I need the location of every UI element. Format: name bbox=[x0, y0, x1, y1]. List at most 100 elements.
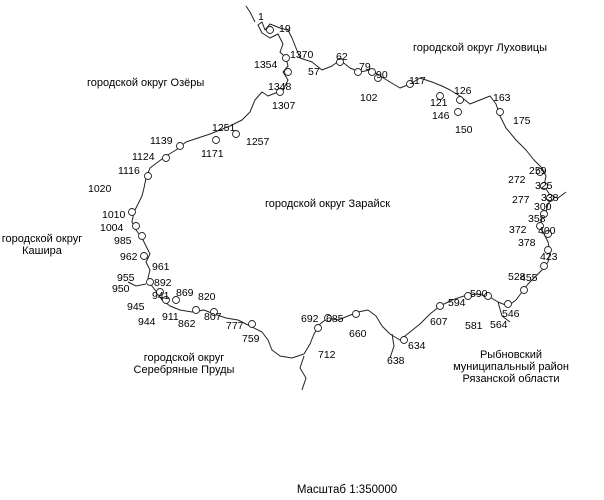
point-label: 911 bbox=[162, 311, 179, 323]
point-label: 300 bbox=[534, 201, 552, 213]
point-label: 121 bbox=[430, 97, 448, 109]
spur-line bbox=[127, 281, 147, 287]
point-label: 1124 bbox=[132, 151, 155, 163]
point-label: 1251 bbox=[212, 122, 236, 134]
region-rybnoe-line2: муниципальный район bbox=[453, 361, 569, 373]
point-marker bbox=[484, 292, 492, 300]
region-kashira-line2: Кашира bbox=[22, 245, 63, 257]
point-label: 423 bbox=[540, 251, 558, 263]
point-marker bbox=[210, 308, 218, 316]
region-rybnoe-line1: Рыбновский bbox=[480, 349, 542, 361]
region-ozyory: городской округ Озёры bbox=[87, 77, 204, 89]
point-label: 638 bbox=[387, 355, 405, 367]
point-label: 400 bbox=[538, 225, 556, 237]
point-marker bbox=[140, 252, 148, 260]
point-label: 712 bbox=[318, 349, 336, 361]
point-label: 150 bbox=[455, 124, 473, 136]
point-marker bbox=[128, 208, 136, 216]
region-serebryanye-line1: городской округ bbox=[144, 352, 225, 364]
point-label: 1116 bbox=[118, 165, 140, 177]
point-marker bbox=[212, 136, 220, 144]
scale-label: Масштаб 1:350000 bbox=[297, 484, 397, 496]
point-marker bbox=[406, 80, 414, 88]
point-label: 272 bbox=[508, 174, 526, 186]
point-label: 1 bbox=[258, 11, 264, 23]
point-marker bbox=[276, 88, 284, 96]
point-label: 1020 bbox=[88, 183, 112, 195]
point-label: 962 bbox=[120, 251, 138, 263]
point-label: 607 bbox=[430, 316, 448, 328]
point-marker bbox=[546, 194, 554, 202]
point-label: 955 bbox=[117, 272, 135, 284]
point-marker bbox=[132, 222, 140, 230]
region-zaraysk: городской округ Зарайск bbox=[265, 198, 390, 210]
point-marker bbox=[232, 130, 240, 138]
point-label: 62 bbox=[336, 51, 348, 63]
point-label: 941 bbox=[152, 290, 170, 302]
point-label: 79 bbox=[359, 61, 371, 73]
point-marker bbox=[192, 306, 200, 314]
point-marker bbox=[176, 142, 184, 150]
point-marker bbox=[354, 68, 362, 76]
spur-line bbox=[389, 333, 395, 359]
region-rybnoe-line3: Рязанской области bbox=[462, 373, 559, 385]
point-marker bbox=[314, 324, 322, 332]
point-label: 277 bbox=[512, 194, 530, 206]
point-label: 1354 bbox=[254, 59, 278, 71]
point-marker bbox=[544, 246, 552, 254]
point-label: 146 bbox=[432, 110, 450, 122]
point-label: 594 bbox=[448, 297, 466, 309]
point-marker bbox=[336, 58, 344, 66]
point-label: 961 bbox=[152, 261, 170, 273]
region-kashira-line1: городской округ bbox=[2, 233, 83, 245]
point-label: 564 bbox=[490, 319, 508, 331]
spur-line bbox=[245, 5, 256, 23]
point-marker bbox=[368, 68, 376, 76]
point-label: 807 bbox=[204, 311, 222, 323]
point-label: 1370 bbox=[290, 49, 314, 61]
point-marker bbox=[144, 172, 152, 180]
point-label: 372 bbox=[509, 224, 527, 236]
point-label: 892 bbox=[154, 277, 172, 289]
point-label: 455 bbox=[520, 272, 538, 284]
point-marker bbox=[540, 182, 548, 190]
point-label: 944 bbox=[138, 316, 156, 328]
point-label: 126 bbox=[454, 85, 472, 97]
point-label: 1010 bbox=[102, 209, 126, 221]
point-marker bbox=[536, 168, 544, 176]
spur-line bbox=[299, 355, 307, 391]
point-label: 590 bbox=[470, 288, 488, 300]
point-marker bbox=[374, 74, 382, 82]
point-label: 950 bbox=[112, 283, 130, 295]
point-label: 1139 bbox=[150, 135, 173, 147]
point-label: 1348 bbox=[268, 81, 292, 93]
point-label: 175 bbox=[513, 115, 531, 127]
point-label: 90 bbox=[376, 69, 388, 81]
point-label: 692 bbox=[301, 313, 319, 325]
point-labels: 1 19 1370 1354 62 57 79 90 102 1348 1307… bbox=[88, 11, 559, 367]
point-marker bbox=[352, 310, 360, 318]
point-marker bbox=[400, 336, 408, 344]
point-label: 1004 bbox=[100, 222, 124, 234]
point-marker bbox=[146, 278, 154, 286]
point-label: 1307 bbox=[272, 100, 296, 112]
point-label: 117 bbox=[409, 75, 426, 87]
boundary-markers bbox=[128, 26, 554, 344]
point-label: 102 bbox=[360, 92, 378, 104]
point-marker bbox=[266, 26, 274, 34]
point-label: 528 bbox=[508, 271, 526, 283]
point-marker bbox=[162, 154, 170, 162]
point-label: 259 bbox=[529, 165, 547, 177]
point-marker bbox=[436, 92, 444, 100]
point-label: 581 bbox=[465, 320, 483, 332]
point-label: 985 bbox=[114, 235, 132, 247]
point-label: 546 bbox=[502, 308, 520, 320]
point-marker bbox=[496, 108, 504, 116]
point-label: 862 bbox=[178, 318, 196, 330]
point-marker bbox=[540, 210, 548, 218]
point-marker bbox=[540, 262, 548, 270]
point-label: 358 bbox=[528, 213, 546, 225]
district-boundary bbox=[131, 21, 553, 359]
point-label: 57 bbox=[308, 66, 320, 78]
